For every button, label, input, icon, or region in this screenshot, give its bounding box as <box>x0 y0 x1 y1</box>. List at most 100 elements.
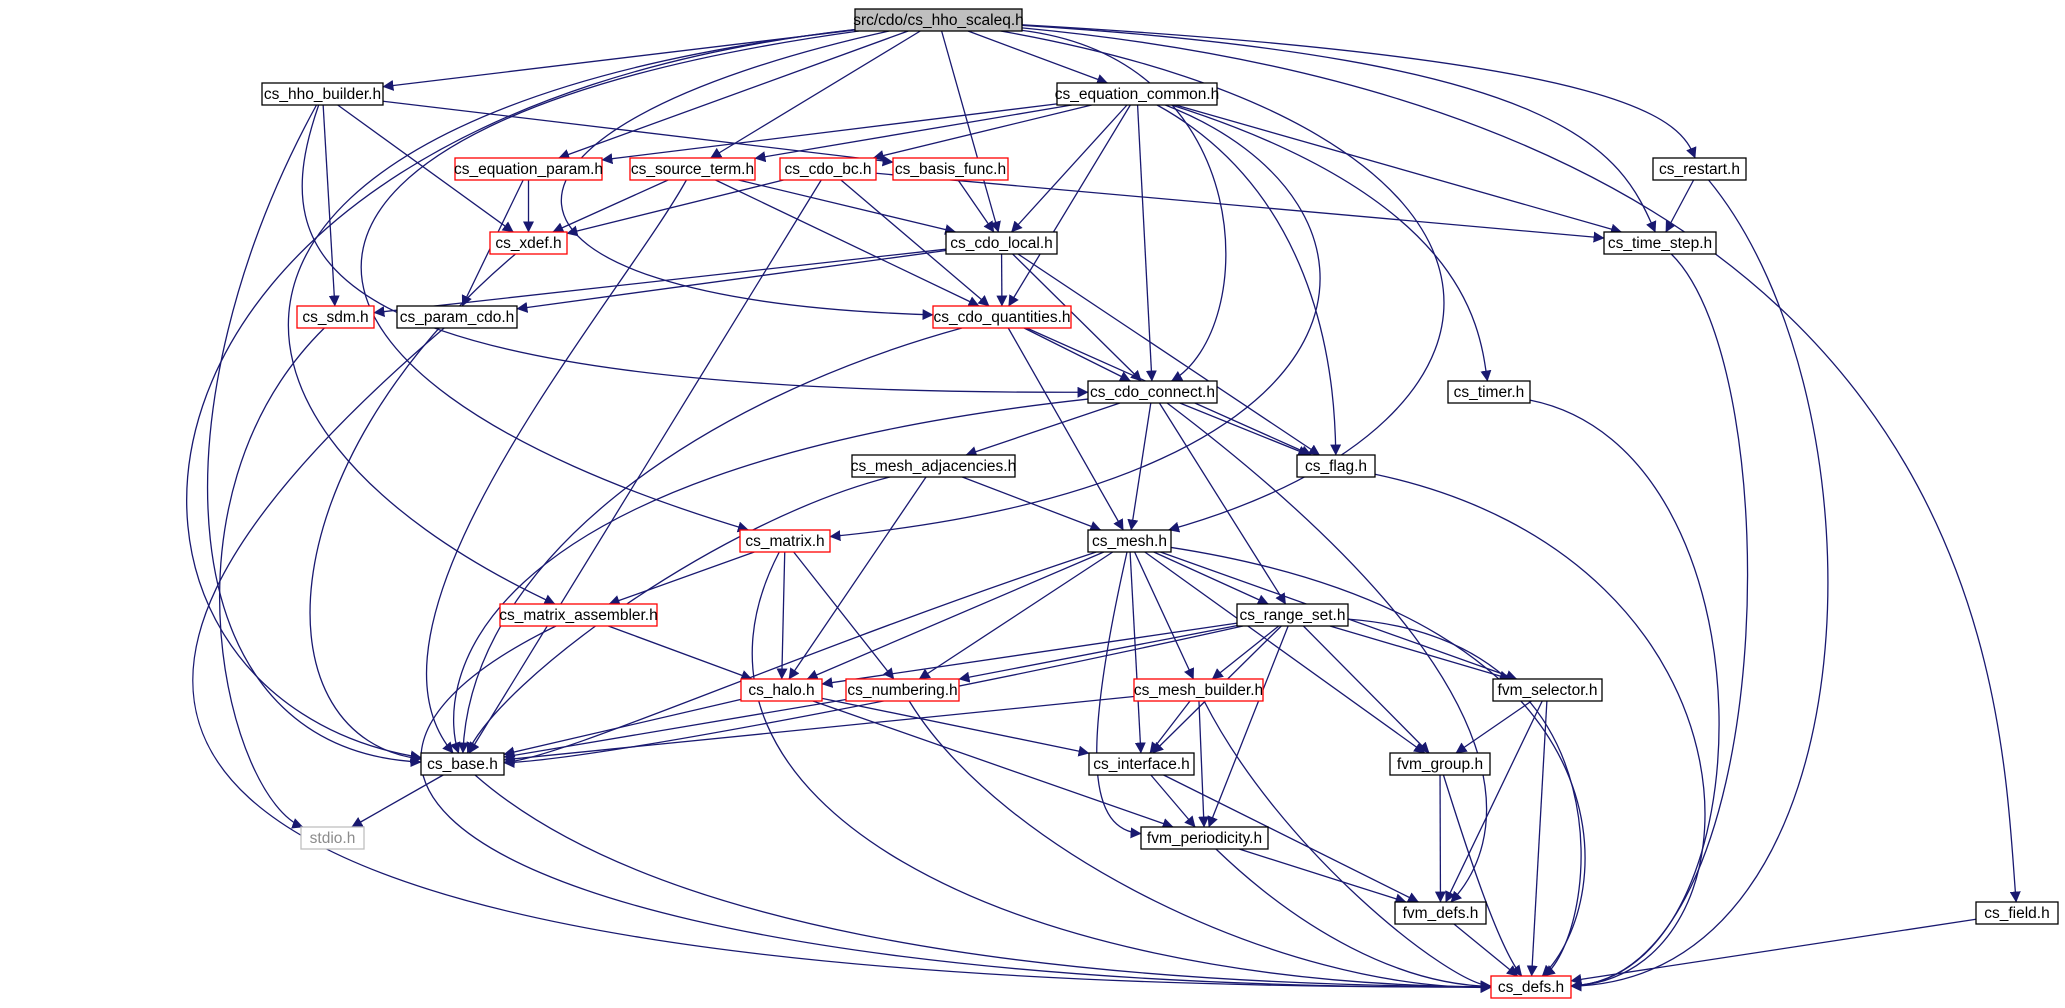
node-cdo-quantities-label: cs_cdo_quantities.h <box>933 309 1070 326</box>
node-time-step-box <box>1603 231 1717 255</box>
edge-matrix-to-defs <box>751 551 1492 993</box>
edge-cdo-connect-to-fvm-defs <box>1166 402 1488 903</box>
node-cdo-local[interactable]: cs_cdo_local.h <box>945 231 1058 255</box>
edge-range-set-to-halo <box>821 622 1238 688</box>
edge-interface-to-fvm-period <box>1150 774 1196 828</box>
edge-fvm-defs-to-defs <box>1453 923 1518 977</box>
node-fvm-selector[interactable]: fvm_selector.h <box>1492 678 1603 702</box>
node-param-cdo-label: cs_param_cdo.h <box>400 309 515 326</box>
node-halo-box <box>740 678 823 702</box>
node-range-set[interactable]: cs_range_set.h <box>1236 603 1349 627</box>
node-mesh[interactable]: cs_mesh.h <box>1087 529 1172 553</box>
node-timer-box <box>1447 380 1531 404</box>
edge-fvm-selector-to-fvm-group <box>1455 700 1532 754</box>
node-cdo-connect[interactable]: cs_cdo_connect.h <box>1087 380 1218 404</box>
node-restart[interactable]: cs_restart.h <box>1652 157 1747 181</box>
node-cdo-bc[interactable]: cs_cdo_bc.h <box>779 157 877 181</box>
node-matrix-label: cs_matrix.h <box>745 533 824 550</box>
edge-eq-common-to-matrix <box>829 104 1321 542</box>
node-sdm[interactable]: cs_sdm.h <box>296 305 375 329</box>
edge-cdo-connect-to-flag <box>1179 402 1310 457</box>
node-defs[interactable]: cs_defs.h <box>1490 975 1572 999</box>
node-hho-builder[interactable]: cs_hho_builder.h <box>261 82 384 106</box>
node-source-term[interactable]: cs_source_term.h <box>629 157 756 181</box>
edge-mesh-to-fvm-group <box>1144 551 1426 754</box>
edge-range-set-to-numbering <box>958 625 1238 683</box>
node-numbering-box <box>845 678 960 702</box>
node-field[interactable]: cs_field.h <box>1975 901 2059 925</box>
node-range-set-box <box>1236 603 1349 627</box>
node-flag-label: cs_flag.h <box>1305 458 1367 475</box>
node-equation-param-box <box>454 157 603 181</box>
node-stdio-box <box>300 826 365 850</box>
edge-mesh-to-mesh-builder <box>1134 551 1195 680</box>
node-restart-box <box>1652 157 1747 181</box>
edge-cdo-local-to-param-cdo <box>516 249 947 313</box>
node-mesh-adjacencies-label: cs_mesh_adjacencies.h <box>851 458 1016 475</box>
node-matrix[interactable]: cs_matrix.h <box>739 529 831 553</box>
node-fvm-defs[interactable]: fvm_defs.h <box>1394 901 1487 925</box>
node-param-cdo[interactable]: cs_param_cdo.h <box>396 305 518 329</box>
edge-cdo-local-to-sdm <box>373 248 947 318</box>
edge-mesh-to-halo <box>806 551 1105 680</box>
node-cdo-bc-box <box>779 157 877 181</box>
node-cdo-bc-label: cs_cdo_bc.h <box>784 161 871 178</box>
node-equation-param[interactable]: cs_equation_param.h <box>454 157 603 181</box>
edge-fvm-selector-to-fvm-defs <box>1445 700 1543 903</box>
edge-cdo-bc-to-time-step <box>875 172 1605 243</box>
edge-matrix-to-matrix-asm <box>608 551 755 606</box>
node-xdef[interactable]: cs_xdef.h <box>489 231 568 255</box>
node-xdef-box <box>489 231 568 255</box>
node-flag[interactable]: cs_flag.h <box>1296 454 1376 478</box>
node-mesh-adjacencies[interactable]: cs_mesh_adjacencies.h <box>851 454 1016 478</box>
edge-cdo-quant-to-mesh <box>1007 327 1124 531</box>
node-defs-box <box>1490 975 1572 999</box>
edge-root-to-time-step <box>1021 24 1657 233</box>
node-fvm-periodicity-box <box>1140 826 1269 850</box>
edge-eq-common-to-cdo-quant <box>1008 104 1131 307</box>
node-fvm-periodicity[interactable]: fvm_periodicity.h <box>1140 826 1269 850</box>
node-root[interactable]: src/cdo/cs_hho_scaleq.h <box>853 8 1024 32</box>
edge-restart-to-defs <box>1570 179 1829 992</box>
node-timer[interactable]: cs_timer.h <box>1447 380 1531 404</box>
edge-cdo-bc-to-xdef <box>566 179 784 237</box>
node-interface[interactable]: cs_interface.h <box>1088 752 1195 776</box>
node-cdo-quantities[interactable]: cs_cdo_quantities.h <box>932 305 1072 329</box>
node-mesh-adjacencies-box <box>851 454 1016 478</box>
node-time-step[interactable]: cs_time_step.h <box>1603 231 1717 255</box>
node-base[interactable]: cs_base.h <box>420 752 505 776</box>
edge-source-term-to-cdo-local <box>738 179 957 235</box>
node-restart-label: cs_restart.h <box>1659 161 1740 178</box>
node-equation-param-label: cs_equation_param.h <box>454 161 603 178</box>
node-halo[interactable]: cs_halo.h <box>740 678 823 702</box>
edge-xdef-to-base <box>309 253 516 764</box>
node-fvm-periodicity-label: fvm_periodicity.h <box>1147 830 1262 847</box>
edge-matrix-asm-to-defs <box>420 625 1492 993</box>
node-mesh-builder[interactable]: cs_mesh_builder.h <box>1133 678 1264 702</box>
node-basis-func[interactable]: cs_basis_func.h <box>892 157 1009 181</box>
node-defs-label: cs_defs.h <box>1498 979 1564 996</box>
edge-eq-common-to-time-step <box>1175 104 1622 235</box>
edge-root-to-source-term <box>710 30 921 159</box>
edge-mesh-to-range-set <box>1153 551 1269 605</box>
edge-range-set-to-mesh-builder <box>1211 625 1280 680</box>
node-matrix-assembler[interactable]: cs_matrix_assembler.h <box>499 603 658 627</box>
edge-eq-common-to-cdo-bc <box>872 104 1092 161</box>
node-sdm-label: cs_sdm.h <box>302 309 368 326</box>
node-numbering[interactable]: cs_numbering.h <box>845 678 960 702</box>
edge-range-set-to-fvm-period <box>1207 625 1289 828</box>
edge-cdo-connect-to-base <box>449 398 1089 754</box>
edge-fvm-selector-to-defs <box>1526 700 1548 977</box>
node-numbering-label: cs_numbering.h <box>847 682 957 699</box>
edge-matrix-asm-to-halo <box>608 625 753 681</box>
node-fvm-group[interactable]: fvm_group.h <box>1389 752 1491 776</box>
node-stdio[interactable]: stdio.h <box>300 826 365 850</box>
edge-root-to-field <box>1021 27 2021 903</box>
node-equation-common[interactable]: cs_equation_common.h <box>1055 82 1220 106</box>
node-base-label: cs_base.h <box>427 756 498 773</box>
edge-mesh-to-interface <box>1129 551 1146 754</box>
edge-halo-to-interface <box>821 697 1090 757</box>
node-field-box <box>1975 901 2059 925</box>
